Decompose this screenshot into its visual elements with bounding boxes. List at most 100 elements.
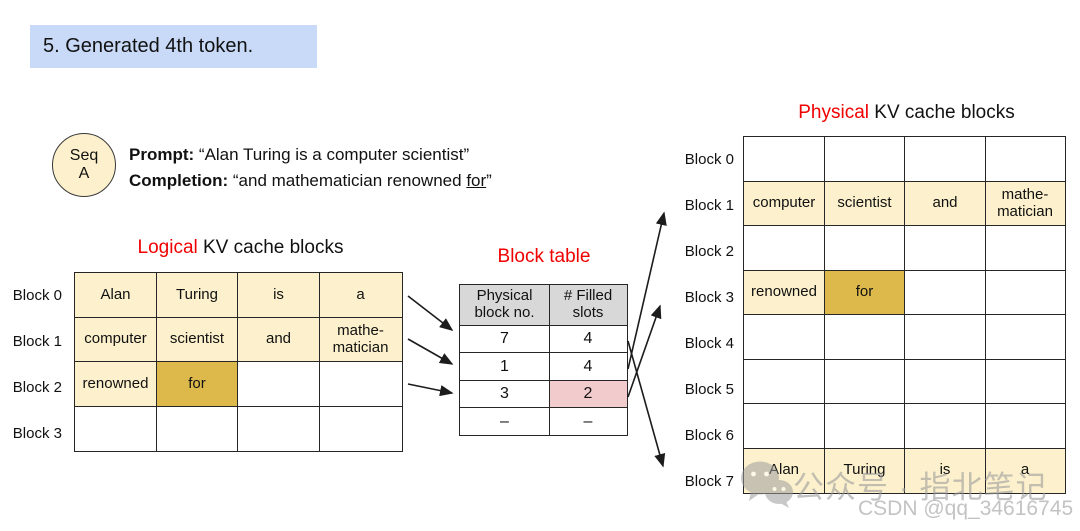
prompt-completion-block: Prompt: “Alan Turing is a computer scien…: [129, 142, 492, 194]
logical-row-3: [74, 405, 403, 452]
physical-label-6: Block 6: [684, 426, 734, 444]
physical-cell-r5c3: [984, 358, 1066, 405]
physical-cell-r2c3: [984, 225, 1066, 271]
physical-cell-r0c2: [904, 136, 986, 182]
logical-table-title: Logical KV cache blocks: [74, 237, 407, 259]
logical-cell-r1c1: scientist: [155, 316, 239, 363]
block-table-cell-r4c1: –: [548, 407, 628, 436]
seq-badge-line2: A: [78, 165, 90, 182]
block-table-cell-r3c1: 2: [548, 379, 628, 409]
step-title-banner: 5. Generated 4th token.: [30, 25, 317, 68]
physical-row-6: [743, 403, 1066, 449]
physical-label-4: Block 4: [684, 334, 734, 352]
block-table-cell-r2c1: 4: [548, 352, 628, 381]
logical-title-rest: KV cache blocks: [197, 237, 344, 258]
physical-label-1: Block 1: [684, 196, 734, 214]
physical-cell-r4c3: [984, 314, 1066, 360]
physical-title-rest: KV cache blocks: [869, 102, 1015, 123]
physical-cell-r2c0: [743, 225, 825, 271]
physical-row-4: [743, 314, 1066, 360]
block-table-cell-r2c0: 1: [459, 352, 550, 381]
logical-label-1: Block 1: [12, 332, 62, 350]
logical-cell-r3c1: [155, 405, 239, 452]
logical-cell-r0c1: Turing: [155, 272, 239, 318]
physical-cell-r3c0: renowned: [743, 269, 825, 316]
logical-title-highlight: Logical: [137, 237, 198, 258]
step-title: 5. Generated 4th token.: [43, 35, 254, 57]
logical-cell-r2c1: for: [155, 361, 239, 407]
physical-cell-r3c2: [904, 269, 986, 316]
seq-badge-line1: Seq: [69, 147, 99, 164]
logical-label-3: Block 3: [12, 424, 62, 442]
logical-cell-r1c0: computer: [74, 316, 157, 363]
physical-cell-r5c1: [823, 358, 906, 405]
physical-cell-r6c0: [743, 403, 825, 449]
prompt-line: Prompt: “Alan Turing is a computer scien…: [129, 142, 492, 168]
block-table-title: Block table: [459, 246, 629, 268]
physical-cell-r7c2: is: [904, 447, 986, 494]
logical-cell-r2c3: [318, 361, 403, 407]
block-table-cell-r1c1: 4: [548, 324, 628, 354]
completion-label: Completion:: [129, 171, 229, 190]
physical-cell-r1c3: mathe-matician: [984, 180, 1066, 227]
physical-cell-r4c0: [743, 314, 825, 360]
physical-cell-r5c0: [743, 358, 825, 405]
logical-cell-r0c3: a: [318, 272, 403, 318]
block-table-cell-r4c0: –: [459, 407, 550, 436]
physical-row-2: [743, 225, 1066, 271]
physical-cell-r0c0: [743, 136, 825, 182]
physical-cell-r2c1: [823, 225, 906, 271]
physical-cell-r1c2: and: [904, 180, 986, 227]
physical-cell-r4c2: [904, 314, 986, 360]
physical-cell-r6c1: [823, 403, 906, 449]
logical-cell-r3c0: [74, 405, 157, 452]
watermark-csdn-text: CSDN @qq_34616745: [858, 497, 1074, 520]
logical-cell-r1c3: mathe-matician: [318, 316, 403, 363]
physical-cell-r0c1: [823, 136, 906, 182]
completion-underlined-token: for: [466, 171, 487, 190]
arrow-logical1-to-row1: [407, 338, 454, 365]
seq-a-badge: Seq A: [52, 133, 116, 197]
physical-cell-r4c1: [823, 314, 906, 360]
logical-cell-r0c2: is: [237, 272, 320, 318]
physical-cell-r1c0: computer: [743, 180, 825, 227]
physical-cell-r6c2: [904, 403, 986, 449]
logical-cell-r2c2: [237, 361, 320, 407]
physical-cell-r5c2: [904, 358, 986, 405]
physical-title-highlight: Physical: [798, 102, 869, 123]
physical-cell-r7c0: Alan: [743, 447, 825, 494]
physical-cell-r1c1: scientist: [823, 180, 906, 227]
physical-cell-r3c1: for: [823, 269, 906, 316]
physical-label-7: Block 7: [684, 472, 734, 490]
block-table-cell-r0c1: # Filled slots: [548, 284, 628, 326]
block-table-cell-r0c0: Physical block no.: [459, 284, 550, 326]
block-table-row-4: ––: [459, 407, 628, 436]
physical-cell-r7c1: Turing: [823, 447, 906, 494]
arrow-logical2-to-row2: [407, 383, 454, 397]
block-table-row-0: Physical block no.# Filled slots: [459, 284, 628, 326]
logical-cell-r3c2: [237, 405, 320, 452]
arrow-logical0-to-row0: [407, 295, 454, 331]
physical-cell-r3c3: [984, 269, 1066, 316]
logical-cell-r1c2: and: [237, 316, 320, 363]
physical-cell-r0c3: [984, 136, 1066, 182]
logical-cell-r0c0: Alan: [74, 272, 157, 318]
completion-close-quote: ”: [486, 171, 492, 190]
block-table-cell-r1c0: 7: [459, 324, 550, 354]
block-table-title-text: Block table: [497, 246, 591, 267]
physical-cell-r2c2: [904, 225, 986, 271]
prompt-text: “Alan Turing is a computer scientist”: [198, 145, 470, 164]
physical-cell-r7c3: a: [984, 447, 1066, 494]
